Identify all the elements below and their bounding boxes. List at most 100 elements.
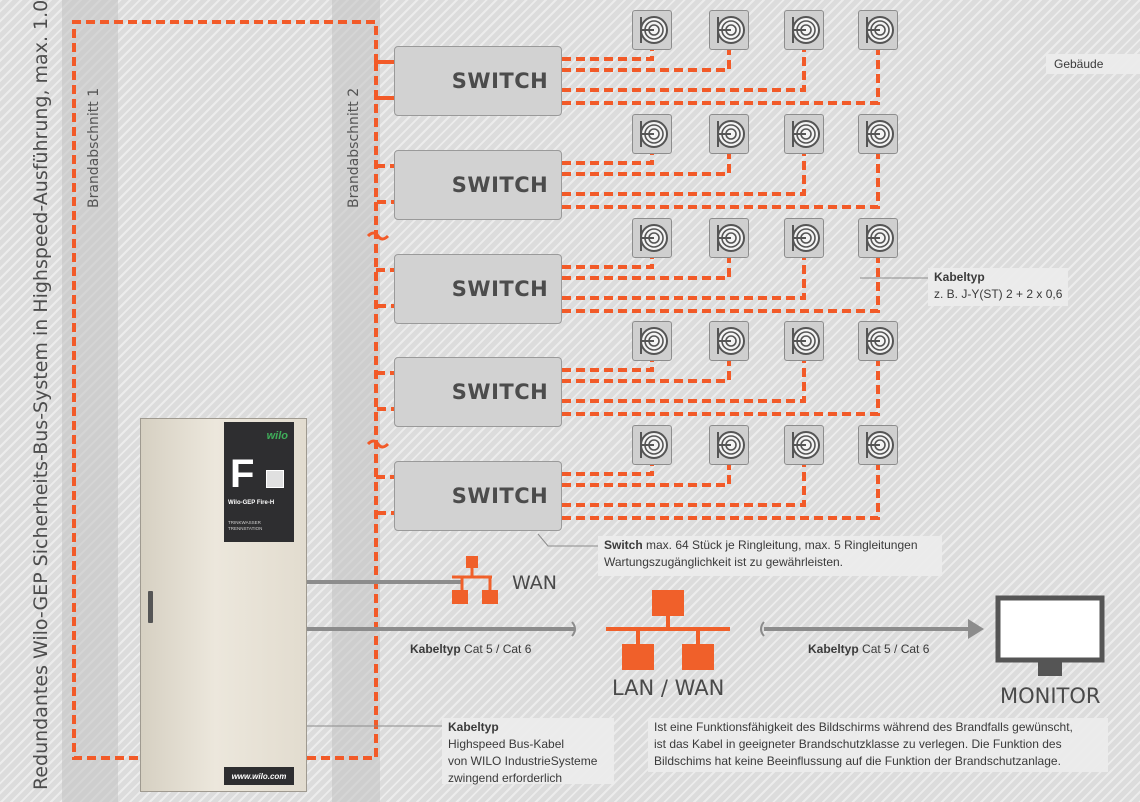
hose-reel-icon xyxy=(709,321,749,361)
note-highspeed-line2: von WILO IndustrieSysteme xyxy=(448,754,598,768)
hose-reel-icon xyxy=(784,10,824,50)
monitor-label: MONITOR xyxy=(1000,684,1101,708)
note-cat-left: Kabeltyp Cat 5 / Cat 6 xyxy=(404,640,544,659)
hose-reel-icon xyxy=(784,425,824,465)
note-bus-cable-title: Kabeltyp xyxy=(934,270,985,284)
switch-label: SWITCH xyxy=(451,173,549,197)
bus-cable-switch-1-to-reel-3 xyxy=(562,50,806,92)
lan-node-links xyxy=(606,616,730,644)
hose-reel-icon xyxy=(709,425,749,465)
bus-cable-main-ring xyxy=(72,20,378,760)
building-label: Gebäude xyxy=(1046,54,1140,74)
wan-label: WAN xyxy=(512,572,557,594)
lan-cable-right-break xyxy=(760,621,765,637)
hose-reel-icon xyxy=(784,114,824,154)
fire-station-cabinet: wilo F Wilo-GEP Fire-H TRINKWASSER TRENN… xyxy=(140,418,307,792)
bus-cable-switch-4-to-reel-2 xyxy=(562,361,731,383)
bus-cable-switch-5-to-reel-4 xyxy=(562,465,880,520)
bus-cable-switch-3-to-reel-4 xyxy=(562,258,880,313)
hose-reel-icon xyxy=(632,425,672,465)
bus-cable-return xyxy=(307,62,378,760)
hose-reel-icon xyxy=(858,425,898,465)
leader-switch-note xyxy=(537,533,598,547)
monitor-stand xyxy=(1038,662,1062,676)
monitor-screen xyxy=(995,595,1105,663)
cabinet-product-name: Wilo-GEP Fire-H xyxy=(228,500,275,506)
note-cat-right-title: Kabeltyp xyxy=(808,642,859,656)
hose-reel-icon xyxy=(784,218,824,258)
bus-cable-switch-3-to-reel-2 xyxy=(562,258,731,280)
cabinet-url: www.wilo.com xyxy=(224,767,294,785)
switch-label: SWITCH xyxy=(451,69,549,93)
fire-barrier-marker-2 xyxy=(366,439,390,449)
note-highspeed-cable: Kabeltyp Highspeed Bus-Kabel von WILO In… xyxy=(442,718,614,785)
cabinet-label-panel: wilo F Wilo-GEP Fire-H TRINKWASSER TRENN… xyxy=(224,422,294,542)
lan-node-left xyxy=(622,644,654,670)
note-monitor-line3: Bildschims hat keine Beeinflussung auf d… xyxy=(654,754,1061,768)
lan-wan-label: LAN / WAN xyxy=(612,676,725,700)
bus-cable-switch-1-to-reel-2 xyxy=(562,50,731,72)
diagram-title: Redundantes Wilo-GEP Sicherheits-Bus-Sys… xyxy=(30,0,52,790)
fire-barrier-marker-1 xyxy=(366,231,390,241)
cabinet-letter: F xyxy=(230,452,255,496)
bus-cable-switch-5-to-reel-2 xyxy=(562,465,731,487)
switch-5: SWITCH xyxy=(394,461,562,531)
bus-cable-switch-5-to-reel-3 xyxy=(562,465,806,507)
lan-node-top xyxy=(652,590,684,616)
note-highspeed-line3: zwingend erforderlich xyxy=(448,771,563,785)
switch-label: SWITCH xyxy=(451,380,549,404)
note-switch-text: max. 64 Stück je Ringleitung, max. 5 Rin… xyxy=(646,538,918,552)
bus-cable-switch-1-to-reel-4 xyxy=(562,50,880,105)
note-cat-left-value: Cat 5 / Cat 6 xyxy=(464,642,532,656)
lan-cable-arrowhead xyxy=(968,619,984,639)
bus-cable-switch-4-to-reel-4 xyxy=(562,361,880,416)
bus-cable-switch-3-to-reel-1 xyxy=(562,258,654,269)
note-cat-right-value: Cat 5 / Cat 6 xyxy=(862,642,930,656)
hose-reel-icon xyxy=(266,470,284,488)
note-bus-cable-value: z. B. J-Y(ST) 2 + 2 x 0,6 xyxy=(934,287,1063,301)
fire-section-label-2: Brandabschnitt 2 xyxy=(346,87,362,208)
bus-cable-switch-3-to-reel-3 xyxy=(562,258,806,300)
switch-2: SWITCH xyxy=(394,150,562,220)
bus-cable-switch-2-to-reel-4 xyxy=(562,154,880,209)
bus-cable-switch-2-to-reel-2 xyxy=(562,154,731,176)
hose-reel-icon xyxy=(632,321,672,361)
hose-reel-icon xyxy=(632,10,672,50)
note-highspeed-line1: Highspeed Bus-Kabel xyxy=(448,737,565,751)
hose-reel-icon xyxy=(858,218,898,258)
note-cat-right: Kabeltyp Cat 5 / Cat 6 xyxy=(802,640,942,659)
fire-section-column-1 xyxy=(62,0,118,802)
wan-node-right xyxy=(482,590,498,604)
hose-reel-icon xyxy=(858,10,898,50)
switch-label: SWITCH xyxy=(451,277,549,301)
hose-reel-icon xyxy=(632,218,672,258)
bus-cable-switch-4-to-reel-3 xyxy=(562,361,806,403)
bus-cable-switch-4-to-reel-1 xyxy=(562,361,654,372)
note-monitor: Ist eine Funktionsfähigkeit des Bildschi… xyxy=(648,718,1108,772)
wan-node-links xyxy=(452,568,492,590)
note-cat-left-title: Kabeltyp xyxy=(410,642,461,656)
note-switch-title: Switch xyxy=(604,538,643,552)
note-highspeed-title: Kabeltyp xyxy=(448,720,499,734)
note-switch-text2: Wartungszugänglichkeit ist zu gewährleis… xyxy=(604,555,844,569)
fire-section-column-2 xyxy=(332,0,380,802)
bus-cable-switch-2-to-reel-1 xyxy=(562,154,654,165)
switch-label: SWITCH xyxy=(451,484,549,508)
cabinet-door-handle xyxy=(148,591,153,623)
bus-cable-switch-2-to-reel-3 xyxy=(562,154,806,196)
wan-node-top xyxy=(466,556,478,568)
hose-reel-icon xyxy=(632,114,672,154)
switch-1: SWITCH xyxy=(394,46,562,116)
lan-node-right xyxy=(682,644,714,670)
note-monitor-line2: ist das Kabel in geeigneter Brandschutzk… xyxy=(654,737,1062,751)
cabinet-subtitle: TRINKWASSER TRENNSTATION xyxy=(228,520,263,531)
hose-reel-icon xyxy=(858,321,898,361)
hose-reel-icon xyxy=(784,321,824,361)
lan-cable-left-break xyxy=(571,621,576,637)
wan-node-left xyxy=(452,590,468,604)
switch-3: SWITCH xyxy=(394,254,562,324)
hose-reel-icon xyxy=(709,218,749,258)
switch-4: SWITCH xyxy=(394,357,562,427)
